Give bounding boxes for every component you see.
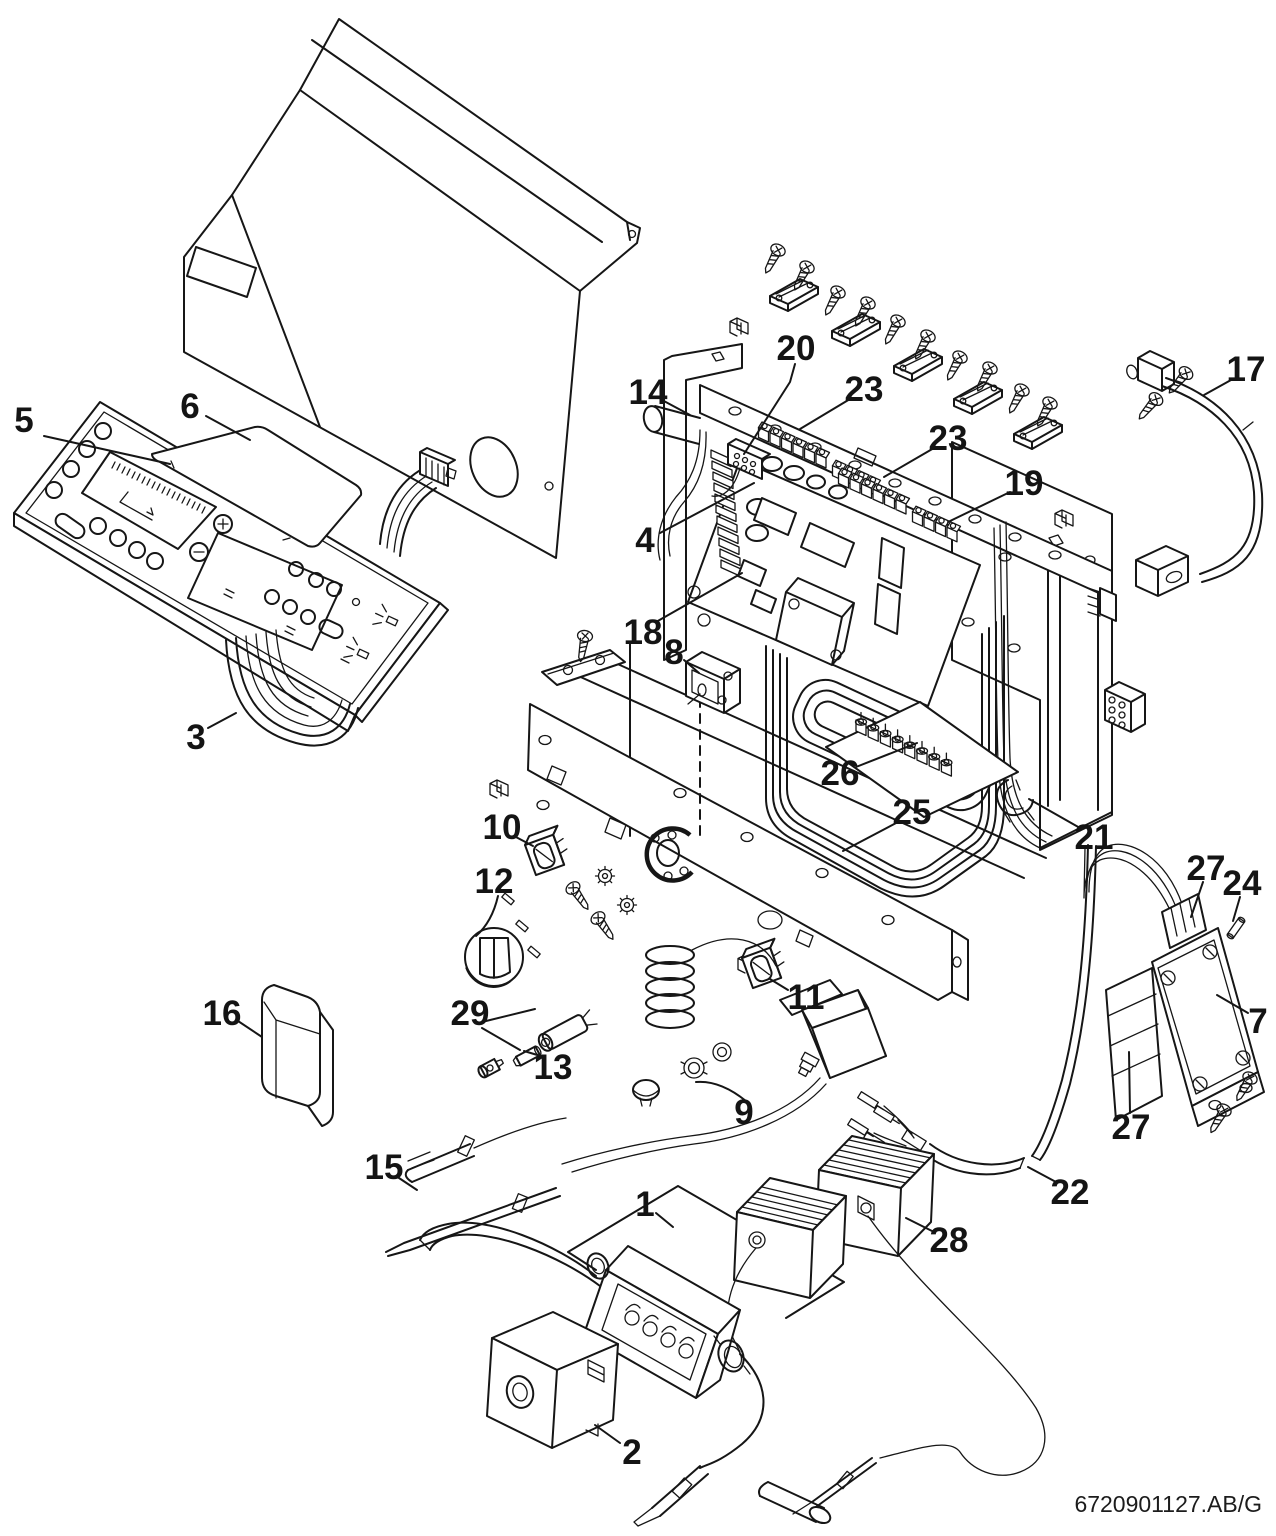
small-clip-icon	[729, 317, 749, 337]
callout-8: 8	[664, 633, 683, 672]
callout-2: 2	[622, 1433, 641, 1472]
callout-24: 24	[1223, 864, 1262, 903]
star-washer-icon	[616, 894, 638, 916]
callout-1: 1	[635, 1185, 654, 1224]
callout-23a: 23	[845, 370, 884, 409]
star-washer-icon	[594, 865, 616, 887]
power-cable	[921, 844, 1097, 1176]
callout-15: 15	[365, 1148, 404, 1187]
doc-number: 6720901127.AB/G	[1074, 1491, 1262, 1517]
control-knob	[464, 892, 541, 988]
callout-21: 21	[1075, 818, 1114, 857]
transformer-assembly	[1083, 843, 1265, 1137]
callout-25: 25	[893, 793, 932, 832]
supply-cable	[419, 1221, 765, 1469]
callout-27b: 27	[1112, 1108, 1151, 1147]
callout-26: 26	[821, 754, 860, 793]
callout-29: 29	[451, 994, 490, 1033]
callout-9: 9	[734, 1093, 753, 1132]
cover-cap	[261, 984, 334, 1127]
ignition-electrodes	[633, 1457, 877, 1527]
callout-20: 20	[777, 329, 816, 368]
ignition-transformer	[815, 1135, 935, 1257]
rocker-switch	[738, 937, 790, 990]
leader-lines	[43, 363, 1249, 1444]
callout-13: 13	[534, 1048, 573, 1087]
callout-28: 28	[930, 1221, 969, 1260]
sensor-probes	[385, 1117, 567, 1257]
small-clip-icon	[489, 779, 509, 799]
capacitor	[642, 405, 707, 561]
callout-27a: 27	[1187, 849, 1226, 888]
callout-23b: 23	[929, 419, 968, 458]
ignition-transformer	[733, 1177, 847, 1299]
limit-switch	[685, 651, 741, 714]
control-box	[486, 1311, 619, 1449]
left-mounting-bracket	[663, 343, 743, 661]
callout-19: 19	[1005, 464, 1044, 503]
callout-14: 14	[629, 373, 668, 412]
cable-clamp	[995, 779, 1035, 823]
front-crossbar	[527, 697, 969, 1001]
six-pin-connector	[1104, 681, 1146, 733]
thermostat-assembly	[561, 938, 887, 1173]
control-pcb	[687, 421, 981, 707]
junction-box	[583, 1245, 751, 1399]
callout-7: 7	[1248, 1002, 1267, 1041]
callout-17: 17	[1227, 350, 1266, 389]
rocker-switch	[521, 824, 573, 877]
callout-6: 6	[180, 387, 199, 426]
hinge-bracket	[541, 628, 626, 686]
ribbon-cable	[225, 629, 359, 747]
callout-11: 11	[788, 978, 825, 1017]
harness-cable-17	[1087, 350, 1264, 733]
earth-terminal-strip	[825, 701, 1019, 818]
callout-5: 5	[14, 401, 33, 440]
ribbon-to-connector	[379, 447, 457, 557]
callout-labels: 1 2 3 4 5 6 7 8 9 10 11 12 13 14 15 16 1…	[14, 329, 1267, 1472]
callout-12: 12	[475, 862, 514, 901]
housing-cover	[183, 18, 641, 559]
callout-4: 4	[635, 521, 655, 560]
callout-18: 18	[624, 613, 663, 652]
callout-22: 22	[1051, 1173, 1090, 1212]
callout-10: 10	[483, 808, 522, 847]
screw-icon	[588, 908, 620, 945]
callout-16: 16	[203, 994, 242, 1033]
wiring-harness	[765, 615, 1005, 898]
callout-3: 3	[186, 718, 205, 757]
screw-icon	[563, 878, 595, 915]
